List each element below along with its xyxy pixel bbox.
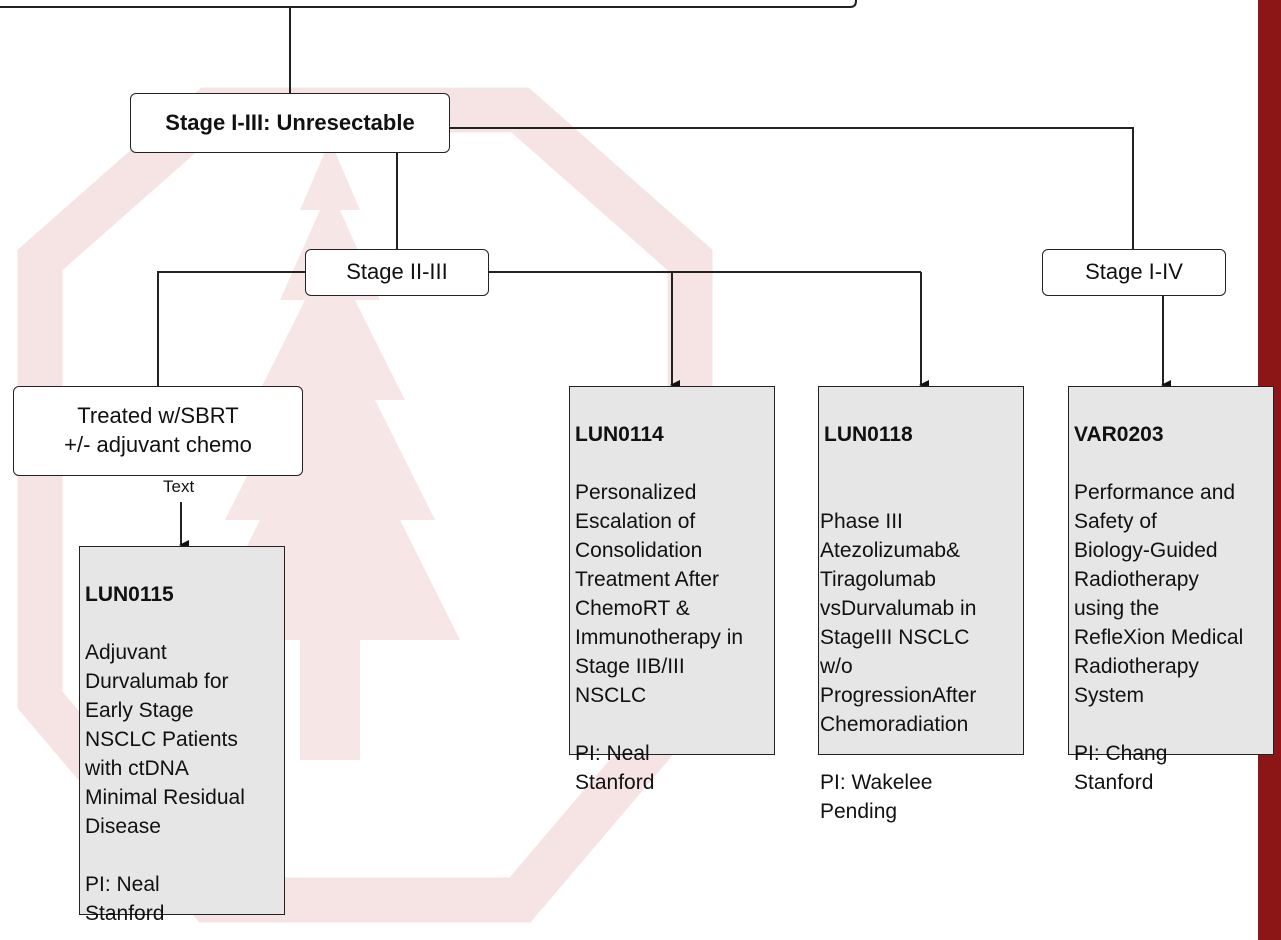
node-label-line1: Treated w/SBRT: [77, 403, 239, 429]
node-label: Stage II-III: [346, 259, 448, 285]
node-stage-1-4: Stage I-IV: [1042, 249, 1226, 296]
trial-description: Adjuvant Durvalumab for Early Stage NSCL…: [85, 641, 245, 925]
node-stage-1-3-unresectable: Stage I-III: Unresectable: [130, 93, 450, 153]
trial-box-lun0114: LUN0114 Personalized Escalation of Conso…: [569, 386, 775, 794]
top-box-fragment: [0, 0, 857, 8]
node-label: Stage I-III: Unresectable: [165, 109, 415, 135]
node-stage-2-3: Stage II-III: [305, 249, 489, 296]
trial-box-var0203: VAR0203 Performance and Safety of Biolog…: [1068, 386, 1274, 794]
trial-id: LUN0115: [85, 583, 174, 606]
node-label: Stage I-IV: [1085, 259, 1183, 285]
connector-stage23-to-sbrt: [157, 271, 306, 387]
node-label-line2: +/- adjuvant chemo: [64, 432, 252, 457]
trial-box-lun0118: LUN0118 Phase III Atezolizumab& Tiragolu…: [818, 386, 1024, 823]
trial-box-lun0115: LUN0115 Adjuvant Durvalumab for Early St…: [79, 546, 285, 925]
trial-id: LUN0114: [575, 423, 664, 446]
node-treated-sbrt: Treated w/SBRT +/- adjuvant chemo: [13, 386, 303, 476]
connector-unresectable-to-stage14: [449, 127, 1134, 250]
trial-id: VAR0203: [1074, 423, 1164, 446]
trial-description: Performance and Safety of Biology-Guided…: [1074, 481, 1244, 794]
trial-id: LUN0118: [824, 423, 913, 446]
trial-description: Personalized Escalation of Consolidation…: [575, 481, 744, 794]
trial-description: Phase III Atezolizumab& Tiragolumab vsDu…: [820, 510, 977, 823]
edge-label: Text: [163, 477, 195, 496]
